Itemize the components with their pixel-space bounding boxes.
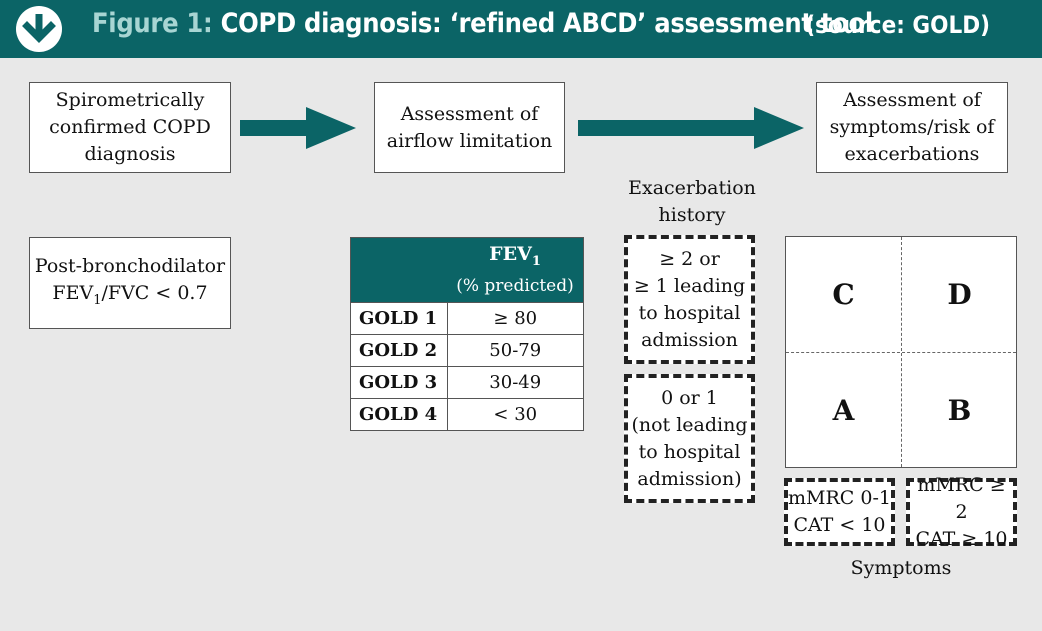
step3-line: exacerbations xyxy=(844,143,980,165)
criterion-line2: FEV1/FVC < 0.7 xyxy=(52,281,208,308)
table-header-row: FEV1 (% predicted) xyxy=(350,237,584,303)
step3-line: Assessment of xyxy=(843,89,981,111)
figure-title-text: COPD diagnosis: ‘refined ABCD’ assessmen… xyxy=(220,8,874,39)
figure-header: Figure 1: COPD diagnosis: ‘refined ABCD’… xyxy=(0,0,1042,58)
step1-line: diagnosis xyxy=(84,143,176,165)
down-arrow-circle-icon xyxy=(16,6,62,52)
figure-source: (source: GOLD) xyxy=(805,11,990,39)
table-row: GOLD 1 ≥ 80 xyxy=(350,302,584,335)
group-b-cell: B xyxy=(947,394,972,427)
abcd-group-grid: C D A B xyxy=(785,236,1017,468)
group-c-cell: C xyxy=(832,278,855,311)
group-d-cell: D xyxy=(947,278,972,311)
step2-line: airflow limitation xyxy=(386,129,553,152)
step-diagnosis-box: Spirometrically confirmed COPD diagnosis xyxy=(29,82,231,173)
fev1-header: FEV1 (% predicted) xyxy=(447,237,584,303)
symptoms-high-box: mMRC ≥ 2 CAT ≥ 10 xyxy=(906,474,1017,550)
group-a-cell: A xyxy=(832,394,855,427)
flow-arrow-1 xyxy=(240,107,356,149)
table-row: GOLD 2 50-79 xyxy=(350,334,584,367)
step-airflow-box: Assessment of airflow limitation xyxy=(374,82,565,173)
grid-divider xyxy=(786,352,1016,353)
step1-line: Spirometrically xyxy=(55,89,205,111)
step1-line: confirmed COPD xyxy=(49,116,211,138)
symptoms-low-box: mMRC 0-1 CAT < 10 xyxy=(784,478,895,546)
figure-label: Figure 1: xyxy=(92,8,213,39)
exacerbation-history-label: Exacerbation history xyxy=(628,177,756,226)
figure-title: Figure 1: COPD diagnosis: ‘refined ABCD’… xyxy=(92,8,873,39)
symptoms-axis-label: Symptoms xyxy=(850,557,952,579)
table-row: GOLD 3 30-49 xyxy=(350,366,584,399)
criterion-line1: Post-bronchodilator xyxy=(34,254,226,277)
spirometry-criterion-box: Post-bronchodilator FEV1/FVC < 0.7 xyxy=(29,237,231,329)
table-row: GOLD 4 < 30 xyxy=(350,398,584,431)
exacerbation-low-box: 0 or 1 (not leading to hospital admissio… xyxy=(624,374,755,503)
flow-arrow-2 xyxy=(578,107,804,149)
step2-line: Assessment of xyxy=(400,102,539,125)
gold-grade-table: FEV1 (% predicted) GOLD 1 ≥ 80 GOLD 2 50… xyxy=(350,237,584,431)
step-symptoms-risk-box: Assessment of symptoms/risk of exacerbat… xyxy=(816,82,1008,173)
exacerbation-high-box: ≥ 2 or ≥ 1 leading to hospital admission xyxy=(624,235,755,364)
step3-line: symptoms/risk of xyxy=(829,116,995,138)
